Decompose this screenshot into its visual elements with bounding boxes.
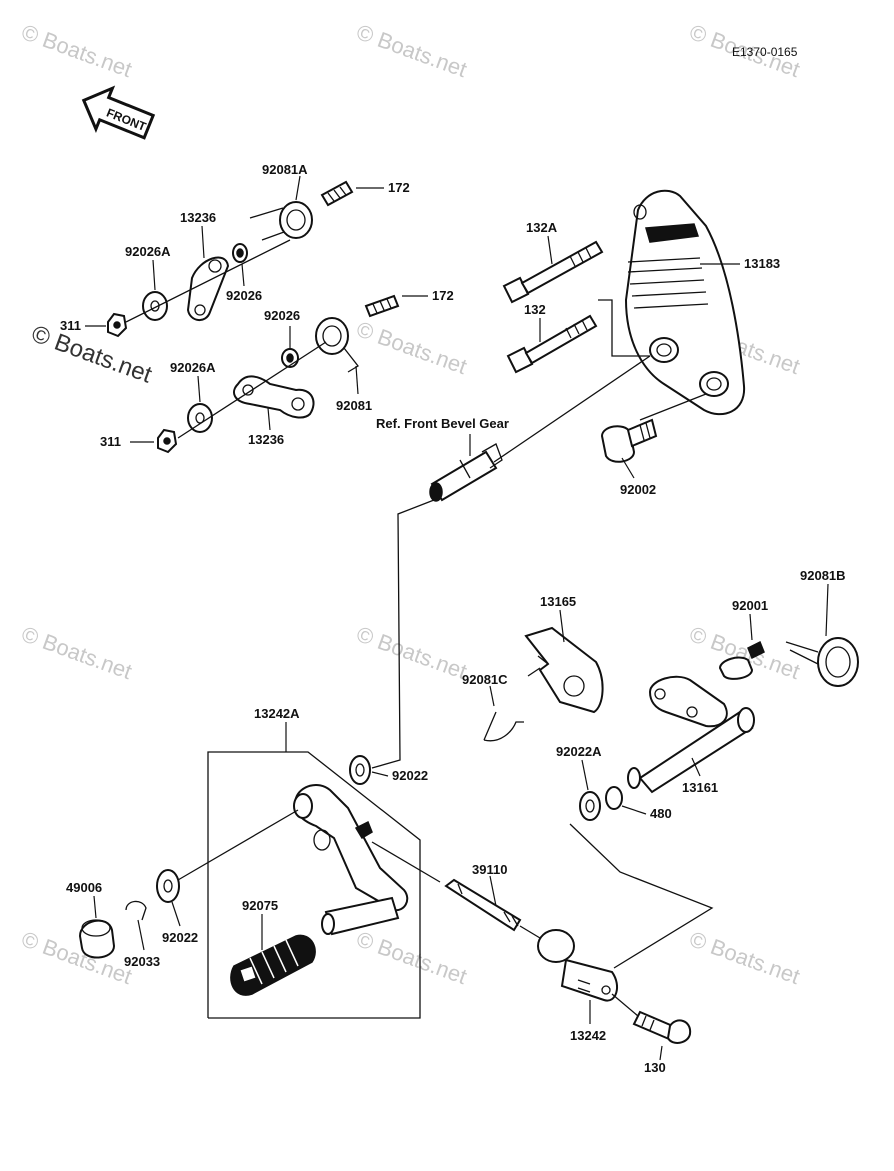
label-92081C: 92081C bbox=[462, 672, 508, 687]
washer-92026A-lower bbox=[187, 403, 213, 433]
lever-13161 bbox=[627, 675, 755, 794]
label-92026-upper: 92026 bbox=[226, 288, 262, 303]
label-92026-lower: 92026 bbox=[264, 308, 300, 323]
label-13236-lower: 13236 bbox=[248, 432, 284, 447]
watermark: © Boats.net bbox=[18, 19, 135, 82]
circlip-92033 bbox=[125, 900, 147, 921]
label-13236-upper: 13236 bbox=[180, 210, 216, 225]
label-92022-lower: 92022 bbox=[162, 930, 198, 945]
label-132A: 132A bbox=[526, 220, 558, 235]
label-13165: 13165 bbox=[540, 594, 576, 609]
label-311-upper: 311 bbox=[60, 318, 81, 333]
shaft-ref-front-bevel-gear bbox=[429, 443, 503, 502]
label-92022-upper: 92022 bbox=[392, 768, 428, 783]
ref-note: Ref. Front Bevel Gear bbox=[376, 416, 509, 431]
label-92001: 92001 bbox=[732, 598, 768, 613]
bracket-13183 bbox=[624, 189, 746, 415]
pin-172-upper bbox=[320, 180, 354, 207]
label-92081: 92081 bbox=[336, 398, 372, 413]
plate-13165 bbox=[524, 626, 604, 714]
washer-92026A-upper bbox=[142, 291, 168, 321]
watermark: © Boats.net bbox=[686, 926, 803, 989]
bolt-130 bbox=[632, 1010, 692, 1044]
label-13183: 13183 bbox=[744, 256, 780, 271]
bolt-132A bbox=[502, 240, 604, 304]
pin-172-lower bbox=[364, 294, 400, 318]
washer-92022A bbox=[579, 791, 601, 821]
diagram-code: E1370-0165 bbox=[732, 45, 798, 59]
watermark: © Boats.net bbox=[353, 19, 470, 82]
watermark: © Boats.net bbox=[353, 621, 470, 684]
label-13242: 13242 bbox=[570, 1028, 606, 1043]
arm-13236-lower bbox=[233, 375, 315, 419]
bolt-92002 bbox=[600, 418, 658, 463]
watermark: © Boats.net bbox=[353, 926, 470, 989]
label-92081B: 92081B bbox=[800, 568, 846, 583]
label-172-upper: 172 bbox=[388, 180, 410, 195]
footpeg-rubber-92075 bbox=[230, 934, 316, 996]
tie-rod-39110 bbox=[444, 878, 522, 932]
bolt-132 bbox=[506, 314, 598, 374]
label-49006: 49006 bbox=[66, 880, 102, 895]
label-172-lower: 172 bbox=[432, 288, 454, 303]
assembly-box-13242A bbox=[207, 751, 421, 1019]
label-92022A: 92022A bbox=[556, 744, 602, 759]
watermark: © Boats.net bbox=[353, 316, 470, 379]
washer-92022-upper bbox=[349, 755, 371, 785]
label-92026A-upper: 92026A bbox=[125, 244, 171, 259]
spring-92081 bbox=[315, 317, 359, 373]
watermark: © Boats.net bbox=[28, 320, 156, 388]
label-39110: 39110 bbox=[472, 862, 507, 877]
shift-pedal-lever bbox=[293, 783, 409, 936]
label-311-lower: 311 bbox=[100, 434, 121, 449]
spring-92081A bbox=[249, 201, 313, 241]
arm-13236-upper bbox=[186, 256, 230, 321]
label-92075: 92075 bbox=[242, 898, 278, 913]
label-92081A: 92081A bbox=[262, 162, 308, 177]
label-92033: 92033 bbox=[124, 954, 160, 969]
clip-92081C bbox=[483, 711, 524, 742]
label-480: 480 bbox=[650, 806, 672, 821]
washer-92022-lower bbox=[156, 869, 180, 903]
pin-92001 bbox=[718, 640, 765, 680]
label-92026A-lower: 92026A bbox=[170, 360, 216, 375]
rod-end-13242 bbox=[537, 929, 619, 1002]
front-arrow-icon: FRONT bbox=[81, 85, 156, 140]
label-130: 130 bbox=[644, 1060, 666, 1075]
label-13242A: 13242A bbox=[254, 706, 300, 721]
cap-49006 bbox=[78, 919, 116, 959]
watermarks: © Boats.net © Boats.net © Boats.net © Bo… bbox=[18, 19, 803, 989]
circlip-480 bbox=[605, 786, 623, 810]
watermark: © Boats.net bbox=[18, 926, 135, 989]
spring-92081B bbox=[785, 637, 859, 687]
label-132: 132 bbox=[524, 302, 546, 317]
label-13161: 13161 bbox=[682, 780, 718, 795]
label-92002: 92002 bbox=[620, 482, 656, 497]
watermark: © Boats.net bbox=[18, 621, 135, 684]
